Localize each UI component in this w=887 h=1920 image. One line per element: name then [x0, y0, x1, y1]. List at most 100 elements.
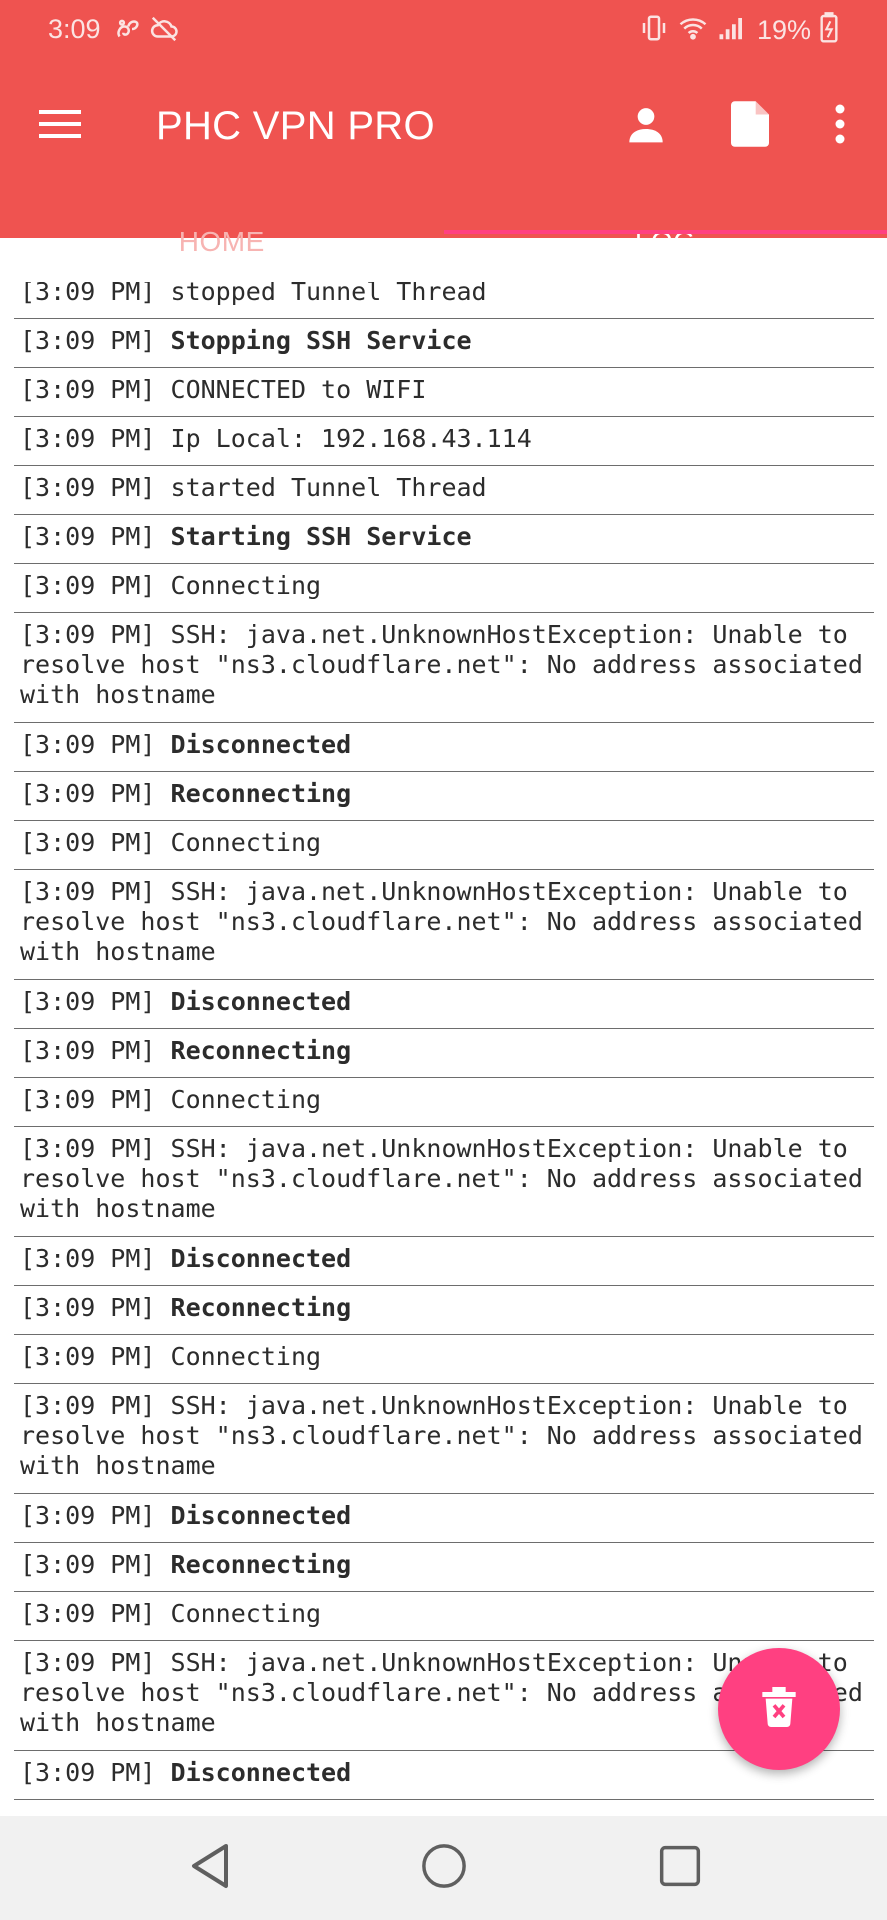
- nav-back-button[interactable]: [180, 1838, 240, 1898]
- account-icon: [626, 104, 666, 149]
- app-bar: PHC VPN PRO: [0, 60, 887, 257]
- navigation-bar: [0, 1816, 887, 1920]
- log-entry-message: SSH: java.net.UnknownHostException: Unab…: [20, 1391, 878, 1480]
- log-entry-time: [3:09 PM]: [20, 375, 156, 404]
- log-entry-message: Disconnected: [170, 1244, 352, 1273]
- more-vert-icon: [834, 104, 846, 149]
- log-entry-time: [3:09 PM]: [20, 877, 156, 906]
- log-entry-message: stopped Tunnel Thread: [170, 282, 487, 306]
- log-entry-message: Disconnected: [170, 730, 352, 759]
- log-entry-time: [3:09 PM]: [20, 522, 156, 551]
- log-entry: [3:09 PM] Ip Local: 192.168.43.114: [14, 417, 874, 466]
- log-entry: [3:09 PM] Starting SSH Service: [14, 515, 874, 564]
- log-entry-message: Reconnecting: [170, 779, 352, 808]
- squirrel-icon: [112, 14, 142, 49]
- log-entry-time: [3:09 PM]: [20, 571, 156, 600]
- log-entry: [3:09 PM] Connecting: [14, 1592, 874, 1641]
- log-entry: [3:09 PM] Reconnecting: [14, 1029, 874, 1078]
- log-entry-time: [3:09 PM]: [20, 1134, 156, 1163]
- file-icon: [731, 100, 769, 152]
- clear-log-button[interactable]: [718, 1648, 840, 1770]
- tab-home[interactable]: HOME: [178, 226, 265, 257]
- status-bar: 3:09: [0, 0, 887, 60]
- log-entry-time: [3:09 PM]: [20, 282, 156, 306]
- log-entry-message: Reconnecting: [170, 1293, 352, 1322]
- log-entry-time: [3:09 PM]: [20, 987, 156, 1016]
- log-entry: [3:09 PM] Reconnecting: [14, 1286, 874, 1335]
- status-left-icons: [112, 14, 180, 49]
- tab-bar: HOME LOG: [0, 190, 887, 294]
- log-entry-message: Ip Local: 192.168.43.114: [170, 424, 532, 453]
- log-entry-message: Reconnecting: [170, 1036, 352, 1065]
- log-entry: [3:09 PM] Connecting: [14, 821, 874, 870]
- log-entry-time: [3:09 PM]: [20, 620, 156, 649]
- log-entry: [3:09 PM] Disconnected: [14, 980, 874, 1029]
- file-button[interactable]: [720, 96, 780, 156]
- log-entry-time: [3:09 PM]: [20, 1550, 156, 1579]
- log-entry: [3:09 PM] Connecting: [14, 1078, 874, 1127]
- log-entry-time: [3:09 PM]: [20, 828, 156, 857]
- log-entry: [3:09 PM] Connecting: [14, 564, 874, 613]
- account-button[interactable]: [616, 96, 676, 156]
- log-entry-time: [3:09 PM]: [20, 1648, 156, 1677]
- log-entry-time: [3:09 PM]: [20, 1293, 156, 1322]
- log-entry-time: [3:09 PM]: [20, 1501, 156, 1530]
- log-entry-time: [3:09 PM]: [20, 326, 156, 355]
- log-entry-message: Disconnected: [170, 1501, 352, 1530]
- log-entry-time: [3:09 PM]: [20, 1244, 156, 1273]
- log-entry: [3:09 PM] CONNECTED to WIFI: [14, 368, 874, 417]
- log-list[interactable]: [3:09 PM] stopped Tunnel Thread[3:09 PM]…: [0, 282, 887, 1816]
- log-entry-message: Reconnecting: [170, 1550, 352, 1579]
- cloud-off-icon: [148, 14, 180, 49]
- log-entry-message: Connecting: [170, 571, 322, 600]
- log-entry: [3:09 PM] Disconnected: [14, 1751, 874, 1800]
- log-entry-message: Starting SSH Service: [170, 522, 472, 551]
- tab-log[interactable]: LOG: [634, 226, 696, 257]
- wifi-icon: [677, 13, 709, 48]
- log-entry-message: SSH: java.net.UnknownHostException: Unab…: [20, 1134, 878, 1223]
- tab-indicator: [444, 230, 887, 234]
- log-entries: [3:09 PM] stopped Tunnel Thread[3:09 PM]…: [14, 282, 874, 1800]
- log-entry-message: Connecting: [170, 828, 322, 857]
- log-entry: [3:09 PM] SSH: java.net.UnknownHostExcep…: [14, 613, 874, 723]
- clear-log-icon: [762, 1687, 796, 1731]
- log-entry-message: Stopping SSH Service: [170, 326, 472, 355]
- log-entry: [3:09 PM] started Tunnel Thread: [14, 466, 874, 515]
- log-entry-message: Disconnected: [170, 1758, 352, 1787]
- log-entry: [3:09 PM] Disconnected: [14, 723, 874, 772]
- log-entry: [3:09 PM] Reconnecting: [14, 772, 874, 821]
- log-entry-message: Disconnected: [170, 987, 352, 1016]
- log-entry: [3:09 PM] SSH: java.net.UnknownHostExcep…: [14, 1127, 874, 1237]
- nav-recents-button[interactable]: [650, 1838, 710, 1898]
- back-icon: [188, 1842, 232, 1894]
- log-entry-time: [3:09 PM]: [20, 1085, 156, 1114]
- log-entry: [3:09 PM] Reconnecting: [14, 1543, 874, 1592]
- app-title: PHC VPN PRO: [156, 104, 435, 148]
- log-entry-message: SSH: java.net.UnknownHostException: Unab…: [20, 620, 878, 709]
- log-entry-time: [3:09 PM]: [20, 779, 156, 808]
- battery-charging-icon: [819, 12, 839, 49]
- status-time: 3:09: [48, 14, 101, 44]
- log-entry: [3:09 PM] SSH: java.net.UnknownHostExcep…: [14, 870, 874, 980]
- log-entry: [3:09 PM] Disconnected: [14, 1494, 874, 1543]
- log-entry: [3:09 PM] SSH: java.net.UnknownHostExcep…: [14, 1384, 874, 1494]
- log-entry-message: SSH: java.net.UnknownHostException: Unab…: [20, 877, 878, 966]
- log-entry-time: [3:09 PM]: [20, 1391, 156, 1420]
- nav-home-button[interactable]: [414, 1838, 474, 1898]
- log-entry: [3:09 PM] Stopping SSH Service: [14, 319, 874, 368]
- log-entry-message: Connecting: [170, 1342, 322, 1371]
- log-entry-time: [3:09 PM]: [20, 473, 156, 502]
- log-entry-time: [3:09 PM]: [20, 730, 156, 759]
- log-entry-time: [3:09 PM]: [20, 1758, 156, 1787]
- log-entry: [3:09 PM] stopped Tunnel Thread: [14, 282, 874, 319]
- log-entry-time: [3:09 PM]: [20, 424, 156, 453]
- log-entry-time: [3:09 PM]: [20, 1599, 156, 1628]
- home-icon: [421, 1843, 467, 1893]
- more-options-button[interactable]: [810, 96, 870, 156]
- log-entry-message: started Tunnel Thread: [170, 473, 487, 502]
- log-entry-message: Connecting: [170, 1085, 322, 1114]
- vibrate-icon: [639, 13, 669, 48]
- log-entry-time: [3:09 PM]: [20, 1036, 156, 1065]
- menu-button[interactable]: [30, 96, 90, 156]
